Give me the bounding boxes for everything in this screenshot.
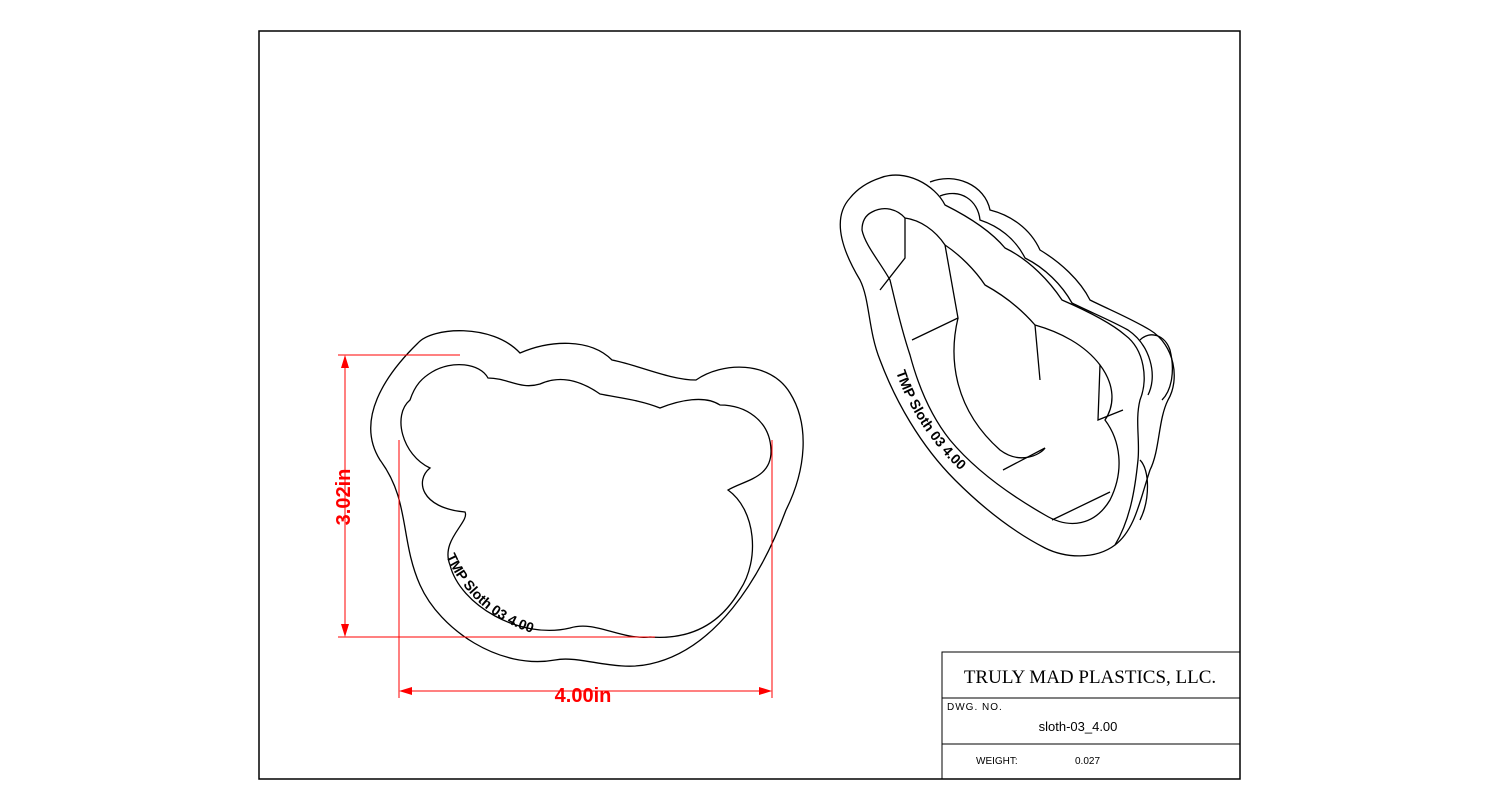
front-inner-outline <box>400 363 772 639</box>
isometric-view <box>839 174 1175 557</box>
height-dimension <box>338 354 655 638</box>
front-engraving: TMP Sloth 03 4.00 <box>443 550 536 635</box>
iso-outer-outline <box>839 174 1145 557</box>
iso-inner-wall <box>879 218 1124 521</box>
dwg-no-label: DWG. NO. <box>947 702 1003 713</box>
weight-value: 0.027 <box>1075 756 1100 767</box>
title-block <box>941 651 1241 780</box>
front-view <box>370 330 804 667</box>
drawing-border <box>258 30 1241 780</box>
front-outer-outline <box>370 330 804 667</box>
height-arrow-top <box>341 355 349 368</box>
iso-cavity-curve <box>953 317 1046 459</box>
dwg-no-value: sloth-03_4.00 <box>1039 719 1118 734</box>
company-name: TRULY MAD PLASTICS, LLC. <box>964 667 1216 688</box>
iso-side-edges <box>1139 334 1173 521</box>
weight-label: WEIGHT: <box>976 756 1018 767</box>
title-block-frame <box>941 651 1241 780</box>
iso-inner-outline <box>861 208 1120 525</box>
height-dimension-label: 3.02in <box>333 469 355 526</box>
iso-back-outline <box>929 178 1175 546</box>
width-arrow-right <box>759 687 772 695</box>
width-dimension <box>398 440 773 698</box>
width-arrow-left <box>399 687 412 695</box>
iso-back-outline-2 <box>939 192 1153 396</box>
width-dimension-label: 4.00in <box>555 685 612 707</box>
height-arrow-bottom <box>341 624 349 637</box>
